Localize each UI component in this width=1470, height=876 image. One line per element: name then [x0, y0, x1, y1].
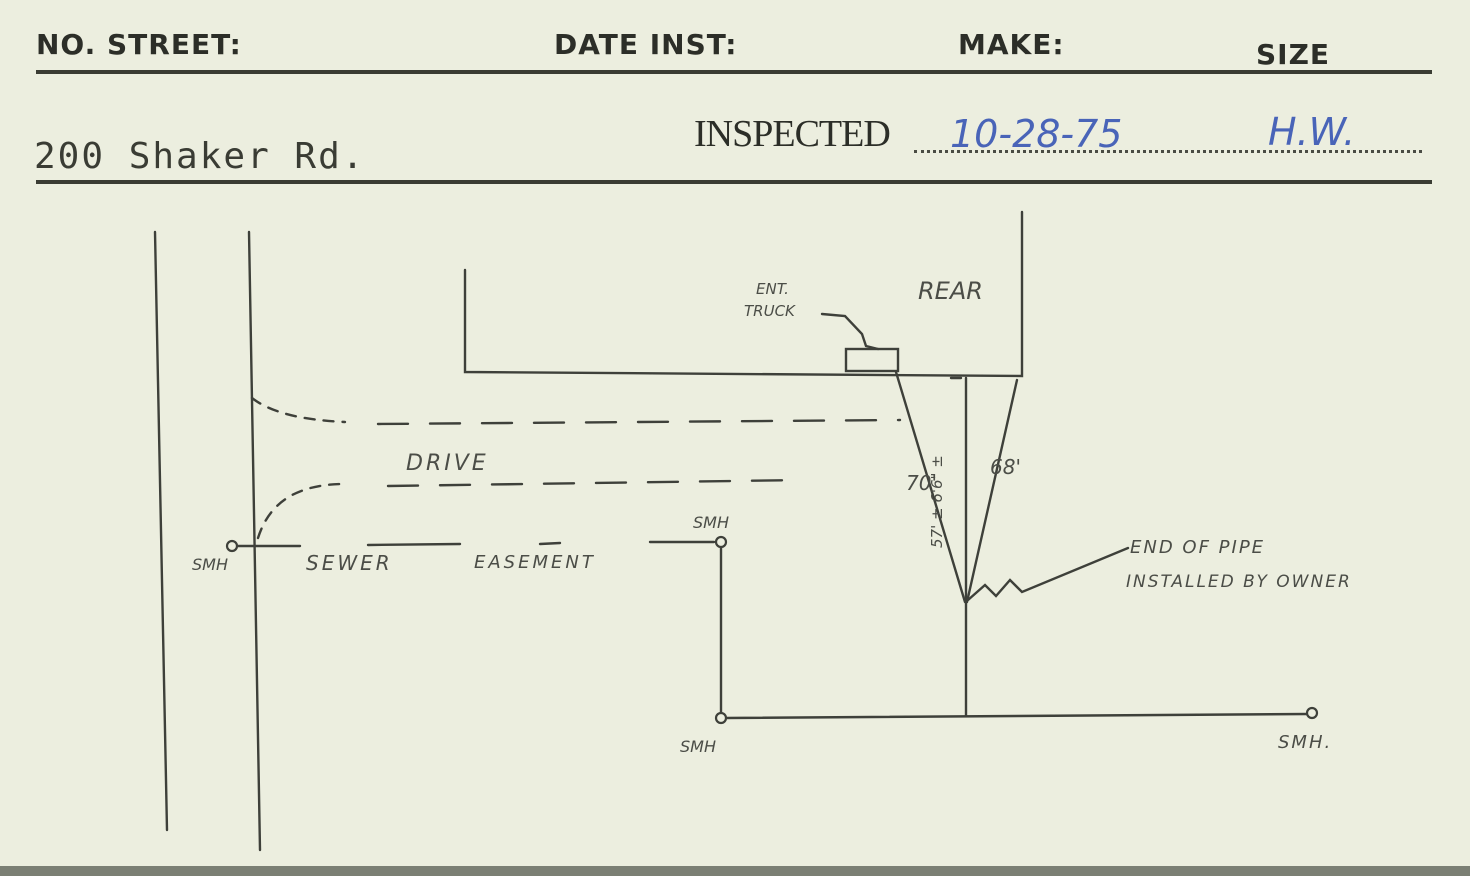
- label-dim-70: 70': [906, 471, 937, 495]
- card-bottom-edge: [0, 866, 1470, 876]
- end-of-pipe-arrow: [966, 546, 1130, 602]
- tie-line-70: [894, 370, 967, 604]
- inspected-label: INSPECTED: [694, 113, 891, 155]
- header-make: MAKE:: [958, 28, 1065, 61]
- label-installed-by-owner: INSTALLED BY OWNER: [1126, 572, 1352, 592]
- drive-line-bottom: [386, 478, 802, 488]
- inspected-date: 10-28-75: [950, 112, 1123, 156]
- header-date-inst: DATE INST:: [554, 28, 738, 61]
- building-outline: [463, 210, 1024, 378]
- header-no-street: NO. STREET:: [36, 28, 242, 61]
- drive-curve-top: [250, 396, 347, 424]
- ent-truck-arrow: [820, 312, 880, 351]
- label-rear: REAR: [918, 277, 983, 305]
- label-easement: EASEMENT: [474, 552, 596, 573]
- manhole-bottom-left: [714, 711, 728, 725]
- label-sewer: SEWER: [306, 551, 393, 575]
- road-edge-left: [153, 230, 169, 832]
- label-truck: TRUCK: [744, 302, 796, 320]
- label-end-of-pipe: END OF PIPE: [1130, 537, 1265, 558]
- tie-line-68: [965, 378, 1019, 604]
- header-size: SIZE: [1256, 38, 1331, 71]
- label-smh-left: SMH: [192, 555, 228, 574]
- inspector-initials: H.W.: [1268, 110, 1356, 154]
- label-smh-bottom-left: SMH: [680, 737, 716, 756]
- label-dim-68: 68': [990, 455, 1021, 479]
- label-dim-vertical: 57' ± 6'6" ±: [928, 455, 946, 548]
- label-smh-bottom-right: SMH.: [1278, 732, 1332, 753]
- address-rule: [36, 180, 1432, 184]
- sewer-line-horizontal: [723, 712, 1310, 720]
- ent-truck-box: [844, 347, 900, 373]
- label-drive: DRIVE: [406, 451, 489, 476]
- road-edge-right: [247, 230, 262, 852]
- header-rule: [36, 70, 1432, 74]
- label-ent: ENT.: [756, 280, 789, 298]
- drive-curve-bottom: [256, 482, 347, 540]
- address: 200 Shaker Rd.: [34, 136, 366, 177]
- manhole-top: [714, 535, 728, 549]
- inspected-dotted-line: [914, 150, 1422, 153]
- easement-dashes: [366, 540, 716, 547]
- manhole-bottom-right: [1305, 706, 1319, 720]
- drive-line-top: [376, 418, 902, 426]
- manhole-left: [225, 539, 239, 553]
- label-smh-top: SMH: [693, 513, 729, 532]
